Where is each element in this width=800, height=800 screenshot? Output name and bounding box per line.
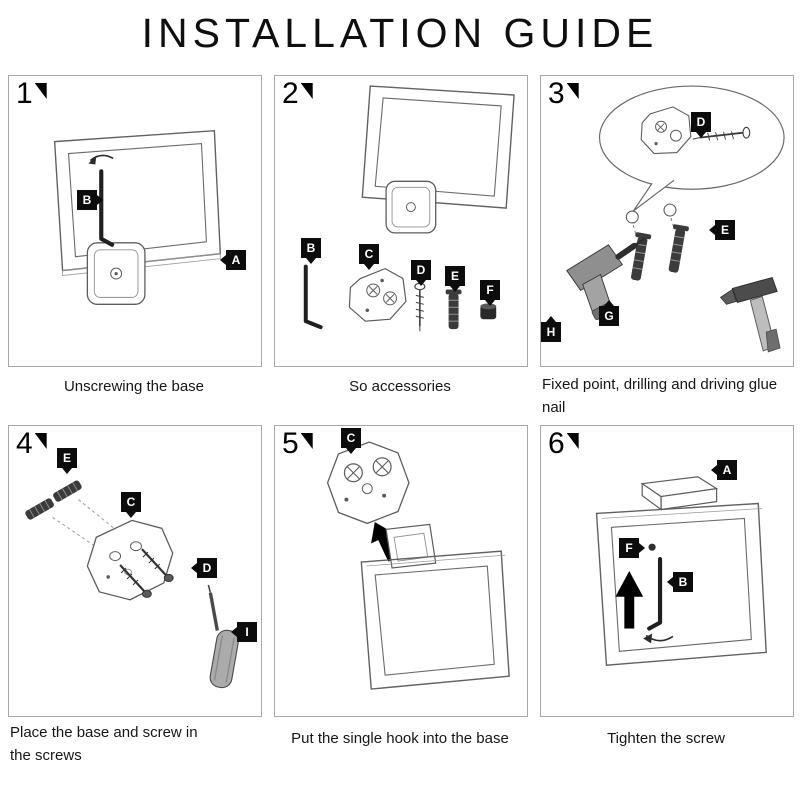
step-number-digit: 4: [16, 427, 33, 460]
step-4-caption: Place the base and screw in the screws: [10, 724, 198, 764]
step-number: 1: [16, 78, 47, 110]
part-label-b: B: [301, 238, 321, 264]
part-label-a: A: [220, 250, 246, 270]
allen-wrench-icon: [303, 264, 323, 330]
wall-base-icon: [385, 180, 437, 234]
wall-base-icon: [86, 242, 146, 305]
base-plate-icon: [348, 267, 407, 322]
step-number-digit: 3: [548, 77, 565, 110]
step-number-digit: 2: [282, 77, 299, 110]
step-number: 2: [282, 78, 313, 110]
up-arrow-icon: [615, 570, 644, 629]
part-label-a: A: [711, 460, 737, 480]
part-label-c: C: [121, 492, 141, 518]
step-flag-icon: [34, 83, 47, 99]
speech-bubble-icon: [598, 85, 785, 212]
step-flag-icon: [566, 83, 579, 99]
step-2-caption: So accessories: [349, 378, 451, 395]
page-title: INSTALLATION GUIDE: [141, 10, 659, 56]
step-flag-icon: [34, 433, 47, 449]
part-label-d: D: [411, 260, 431, 286]
part-label-d: D: [691, 112, 711, 138]
base-plate-icon: [86, 519, 174, 601]
towel-ring-frame-icon: [595, 502, 767, 666]
step-3-panel: 3 D E G H: [540, 75, 794, 367]
part-label-d: D: [191, 558, 217, 578]
wall-anchor-icon: [631, 224, 689, 281]
part-label-c: C: [341, 428, 361, 454]
step-1-panel: 1 B A: [8, 75, 262, 367]
step-4-illustration: [25, 480, 240, 689]
part-label-e: E: [709, 220, 735, 240]
allen-wrench-icon: [88, 154, 115, 247]
step-2-illustration: [303, 85, 515, 332]
step-flag-icon: [300, 433, 313, 449]
part-label-e: E: [57, 448, 77, 474]
part-label-f: F: [480, 280, 500, 306]
step-5-caption: Put the single hook into the base: [291, 730, 509, 747]
step-flag-icon: [300, 83, 313, 99]
step-3-caption: Fixed point, drilling and driving glue n…: [542, 376, 778, 416]
step-number: 6: [548, 428, 579, 460]
step-3-illustration: [566, 85, 785, 353]
screwdriver-icon: [207, 584, 240, 689]
step-2-panel: 2 B C D E F: [274, 75, 528, 367]
wall-anchor-icon: [445, 289, 462, 330]
part-label-b: B: [667, 572, 693, 592]
part-label-h: H: [541, 316, 561, 342]
part-label-f: F: [619, 538, 645, 558]
cap-nut-icon: [480, 303, 497, 320]
towel-ring-frame-icon: [360, 550, 510, 690]
part-label-c: C: [359, 244, 379, 270]
allen-wrench-icon: [643, 557, 674, 644]
step-number-digit: 5: [282, 427, 299, 460]
towel-ring-frame-icon: [361, 85, 515, 209]
part-label-b: B: [77, 190, 103, 210]
step-number: 4: [16, 428, 47, 460]
step-1-illustration: [53, 129, 222, 305]
step-5-illustration: [326, 441, 510, 690]
step-6-panel: 6 A F B: [540, 425, 794, 717]
step-number: 3: [548, 78, 579, 110]
step-5-panel: 5 C: [274, 425, 528, 717]
base-plate-icon: [326, 441, 410, 525]
part-label-e: E: [445, 266, 465, 292]
wall-anchor-icon: [25, 480, 82, 520]
step-flag-icon: [566, 433, 579, 449]
part-label-g: G: [599, 300, 619, 326]
base-plate-icon: [640, 106, 692, 155]
step-6-caption: Tighten the screw: [607, 730, 725, 747]
step-6-illustration: [595, 476, 767, 666]
step-number: 5: [282, 428, 313, 460]
part-label-i: I: [231, 622, 257, 642]
step-1-caption: Unscrewing the base: [63, 378, 205, 395]
step-number-digit: 6: [548, 427, 565, 460]
screw-icon: [414, 282, 426, 332]
wall-bracket-icon: [640, 476, 719, 511]
fixed-point-marks: [625, 203, 677, 237]
set-screw-icon: [648, 543, 656, 551]
step-4-panel: 4 E C D I: [8, 425, 262, 717]
hammer-icon: [719, 276, 781, 353]
step-number-digit: 1: [16, 77, 33, 110]
screw-icon: [119, 548, 174, 598]
